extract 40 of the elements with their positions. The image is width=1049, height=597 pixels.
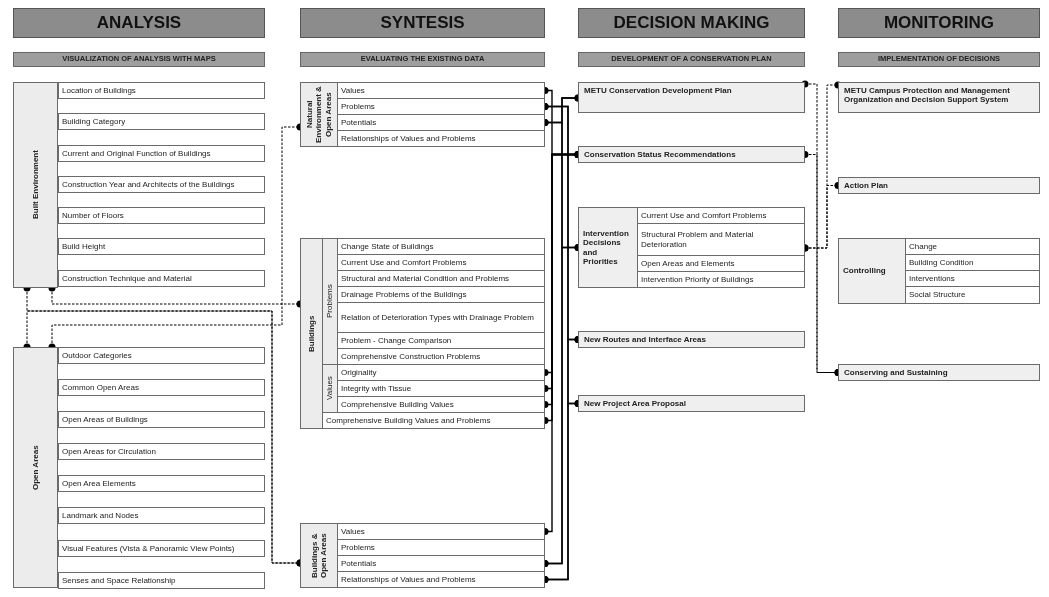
item-box: Senses and Space Relationship (58, 572, 265, 589)
category-band: Values (322, 364, 338, 413)
plan-box: New Project Area Proposal (578, 395, 805, 412)
item-box: Build Height (58, 238, 265, 255)
column-header: MONITORING (838, 8, 1040, 38)
item-box: Comprehensive Building Values and Problems (322, 412, 545, 429)
item-box: Common Open Areas (58, 379, 265, 396)
column-header: SYNTESIS (300, 8, 545, 38)
category-band: Intervention Decisions and Priorities (578, 207, 638, 288)
item-box: Social Structure (905, 286, 1040, 304)
item-box: Relationships of Values and Problems (337, 571, 545, 588)
item-box: Building Category (58, 113, 265, 130)
item-box: Relationships of Values and Problems (337, 130, 545, 147)
item-box: Number of Floors (58, 207, 265, 224)
item-box: Open Area Elements (58, 475, 265, 492)
item-box: Location of Buildings (58, 82, 265, 99)
plan-box: METU Campus Protection and Management Organization and Decision Support System (838, 82, 1040, 113)
category-band: Open Areas (13, 347, 58, 588)
item-box: Construction Technique and Material (58, 270, 265, 287)
item-box: Open Areas for Circulation (58, 443, 265, 460)
item-box: Current and Original Function of Buildings (58, 145, 265, 162)
item-box: Construction Year and Architects of the Buildings (58, 176, 265, 193)
item-box: Open Areas of Buildings (58, 411, 265, 428)
category-band: Problems (322, 238, 338, 365)
item-box: Landmark and Nodes (58, 507, 265, 524)
item-box: Intervention Priority of Buildings (637, 271, 805, 288)
plan-box: Action Plan (838, 177, 1040, 194)
plan-box: METU Conservation Development Plan (578, 82, 805, 113)
category-band: Controlling (838, 238, 906, 304)
plan-box: Conservation Status Recommendations (578, 146, 805, 163)
column-header: DECISION MAKING (578, 8, 805, 38)
category-band: Buildings & Open Areas (300, 523, 338, 588)
category-band: Built Environment (13, 82, 58, 288)
column-header: ANALYSIS (13, 8, 265, 38)
category-band: Natural Environment & Open Areas (300, 82, 338, 147)
plan-box: New Routes and Interface Areas (578, 331, 805, 348)
plan-box: Conserving and Sustaining (838, 364, 1040, 381)
item-box: Outdoor Categories (58, 347, 265, 364)
item-box: Visual Features (Vista & Panoramic View Points) (58, 540, 265, 557)
category-band: Buildings (300, 238, 323, 429)
